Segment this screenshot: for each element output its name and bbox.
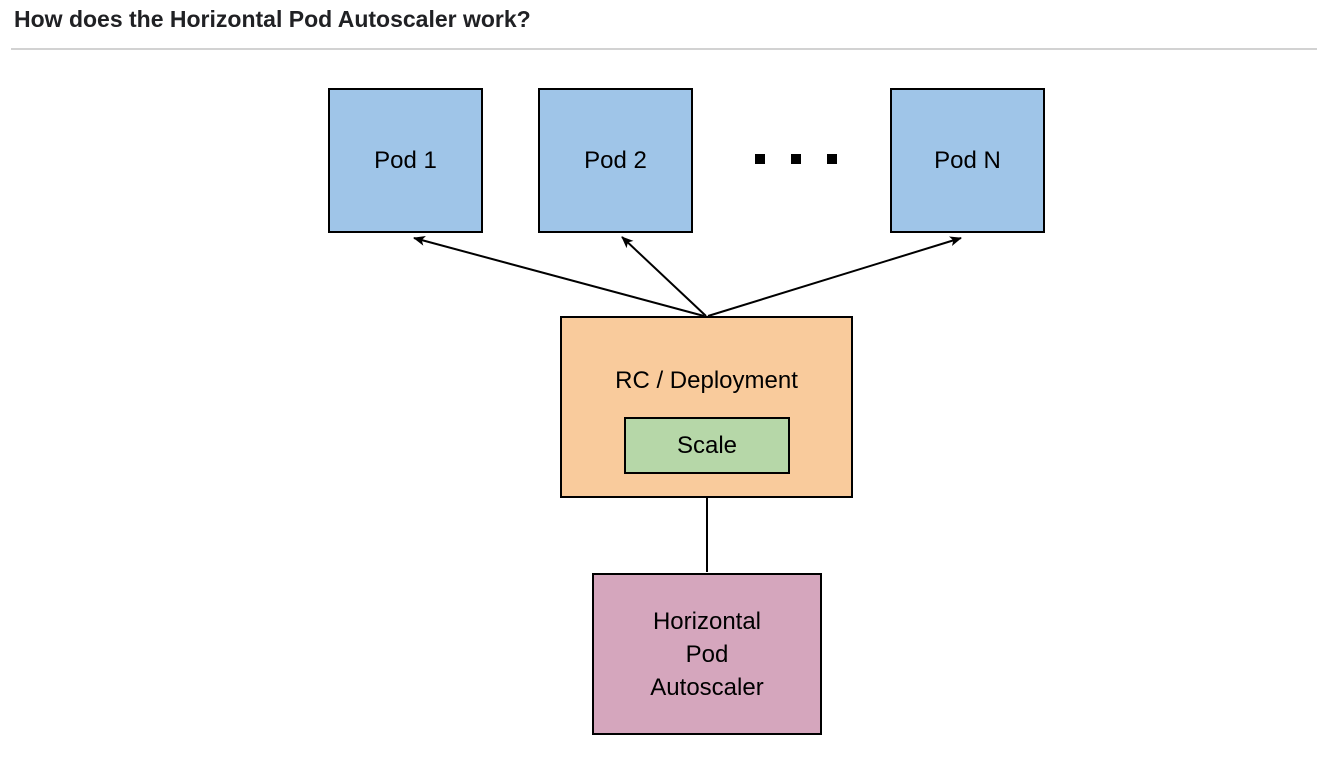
node-pod-2: Pod 2 — [538, 88, 693, 233]
ellipsis-dot-icon — [791, 154, 801, 164]
node-scale: Scale — [624, 417, 790, 474]
node-hpa-label-line2: Pod — [685, 640, 729, 668]
title-divider — [11, 48, 1317, 50]
node-rc-deployment-label: RC / Deployment — [615, 367, 798, 394]
arrow-rc-to-podn-icon — [707, 236, 962, 317]
node-pod-2-label: Pod 2 — [584, 146, 647, 174]
node-hpa-label-line3: Autoscaler — [650, 673, 764, 701]
page-title: How does the Horizontal Pod Autoscaler w… — [14, 6, 531, 32]
ellipsis-dot-icon — [827, 154, 837, 164]
arrow-rc-to-pod1-icon — [413, 236, 705, 317]
node-pod-1: Pod 1 — [328, 88, 483, 233]
node-hpa-label-line1: Horizontal — [652, 607, 762, 635]
node-pod-1-label: Pod 1 — [374, 146, 437, 174]
node-scale-label: Scale — [676, 431, 738, 459]
node-pod-n-label: Pod N — [934, 146, 1001, 174]
node-horizontal-pod-autoscaler: Horizontal Pod Autoscaler — [592, 573, 822, 735]
ellipsis-dot-icon — [755, 154, 765, 164]
ellipsis-dots-icon — [755, 154, 837, 164]
node-pod-n: Pod N — [890, 88, 1045, 233]
arrow-rc-to-pod2-icon — [621, 236, 707, 317]
